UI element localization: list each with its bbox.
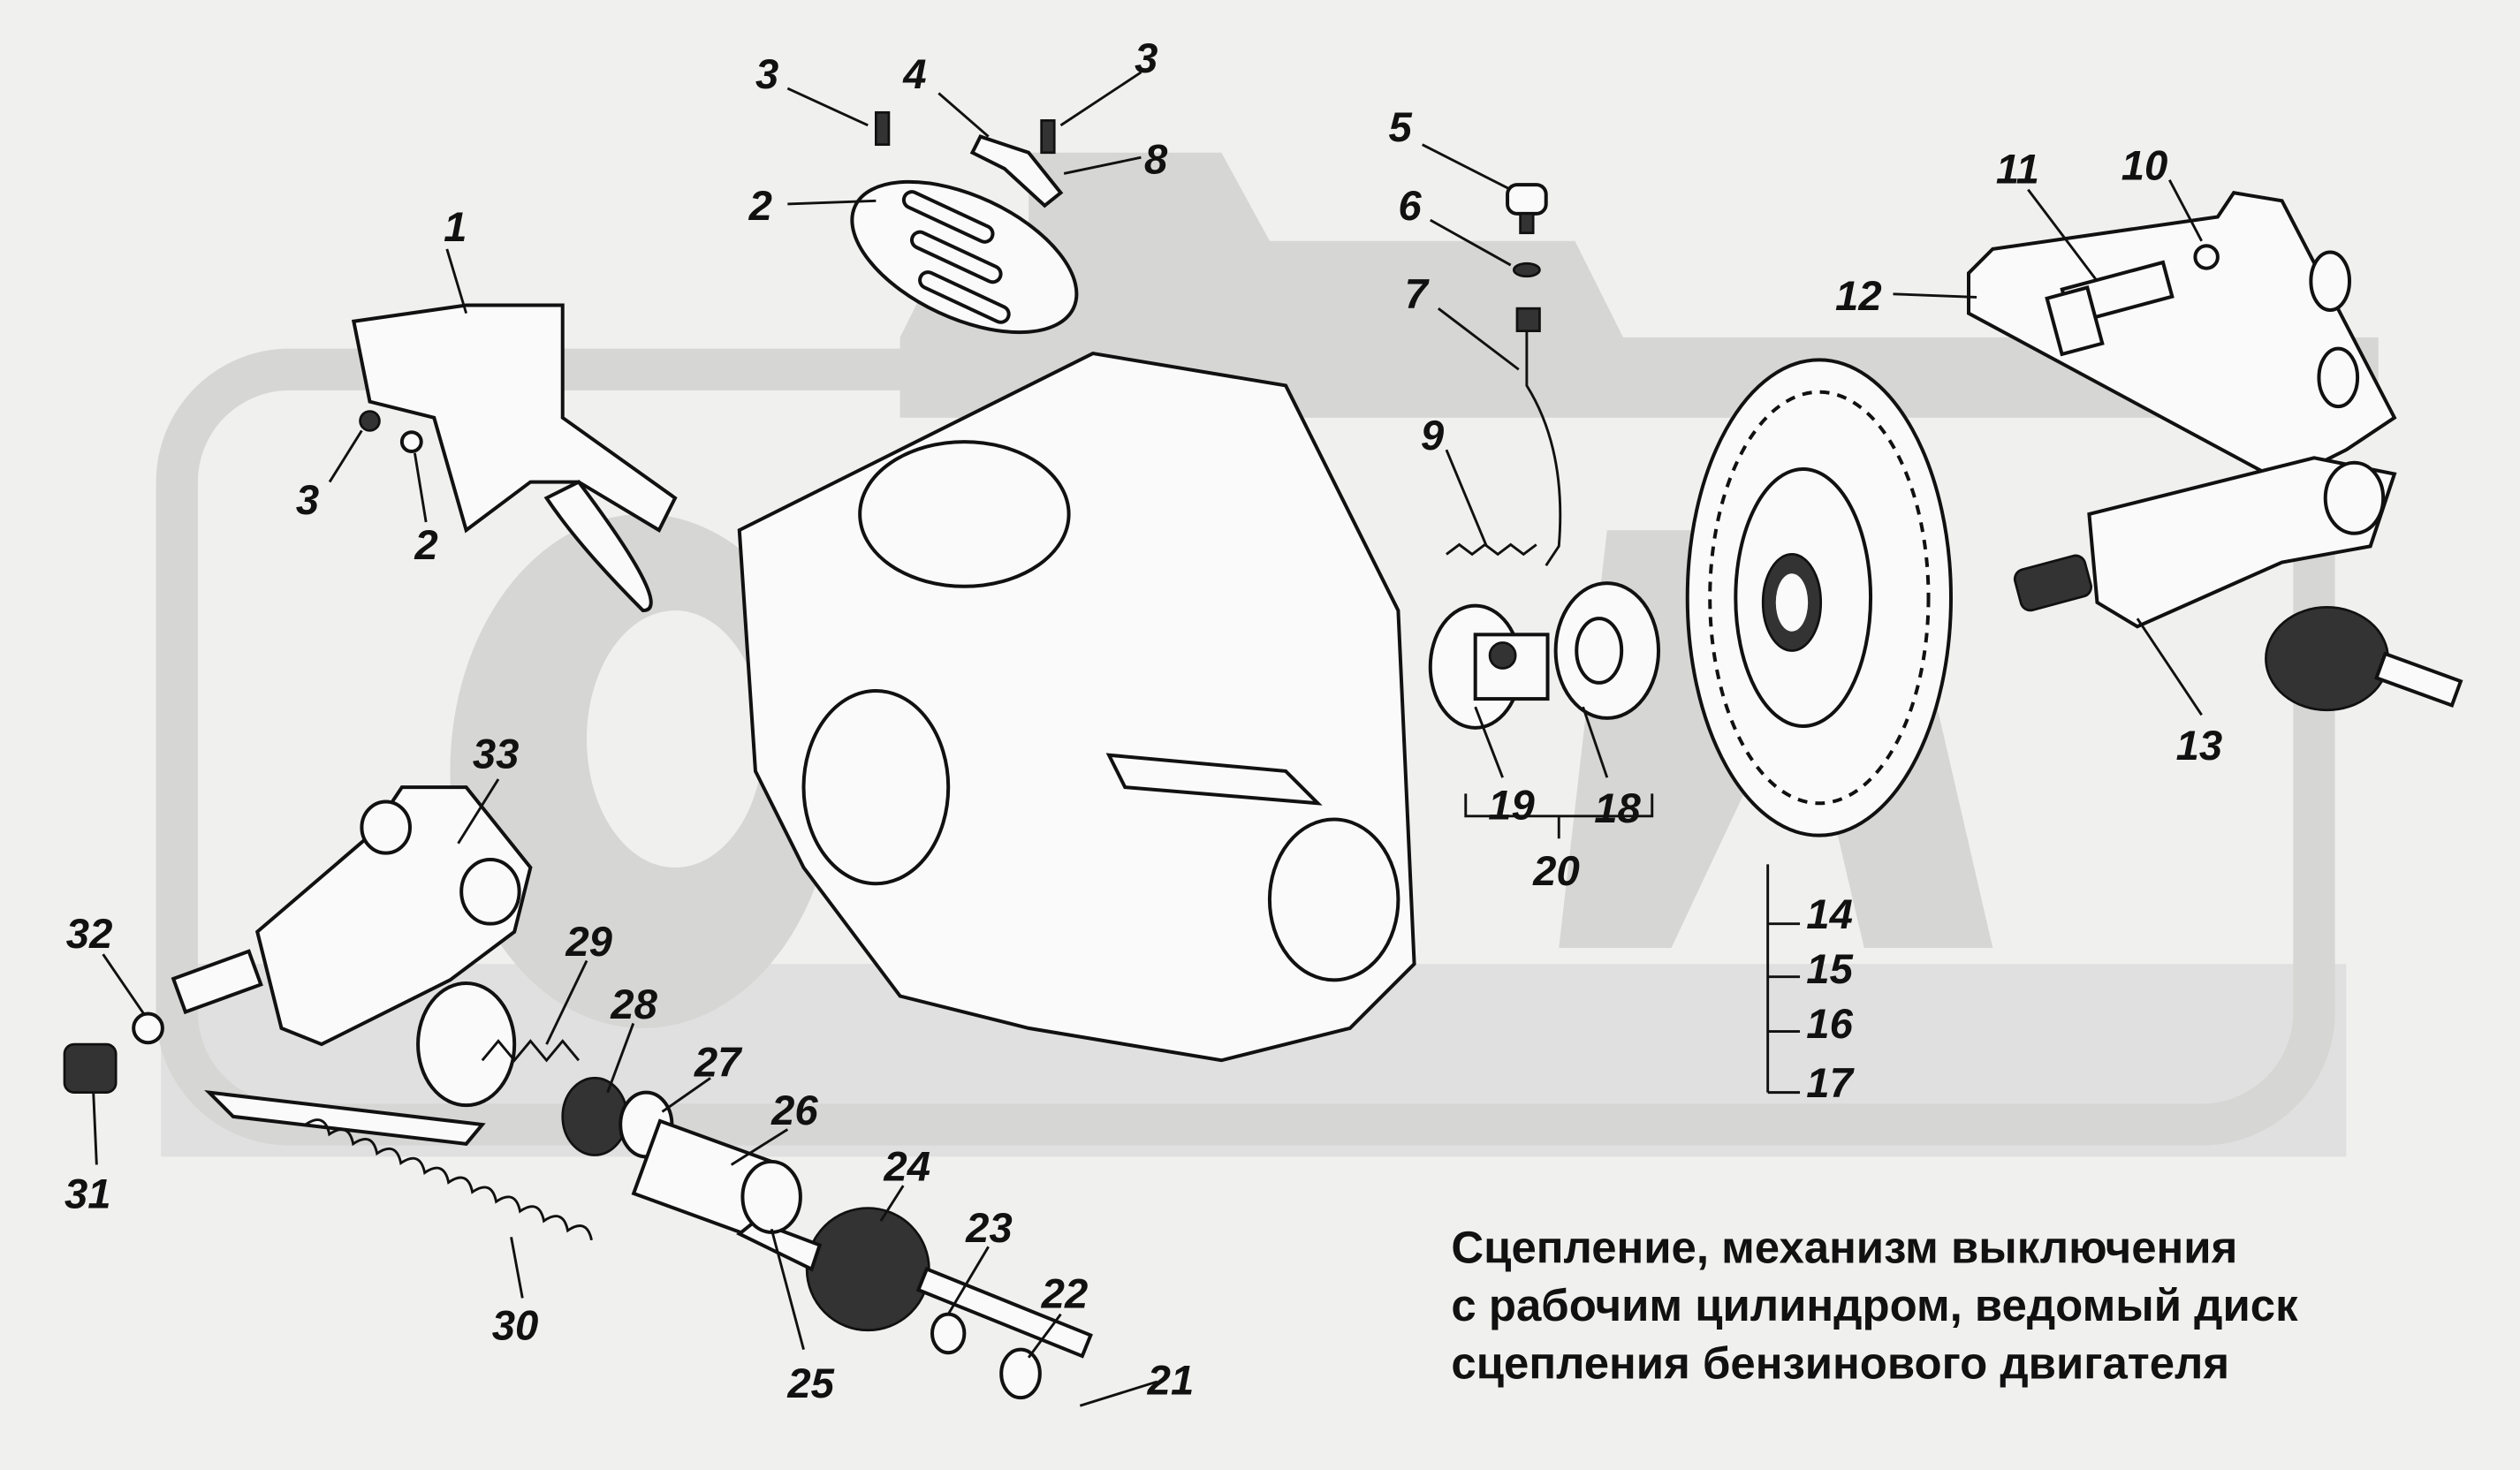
- callout: 31: [65, 1171, 111, 1218]
- callout: 16: [1806, 1001, 1853, 1048]
- callout: 32: [66, 911, 113, 958]
- callout: 28: [610, 981, 657, 1028]
- callout: 29: [565, 919, 612, 966]
- callout: 14: [1806, 891, 1853, 938]
- hose-and-bleeder: [1446, 183, 1562, 566]
- release-fork-bracket: [351, 303, 678, 613]
- leader-lines: [92, 71, 2203, 1407]
- callout: 25: [786, 1360, 834, 1407]
- callout: 3: [755, 51, 778, 98]
- clutch-housing: [737, 352, 1416, 1063]
- callout: 4: [902, 51, 926, 98]
- callout: 23: [965, 1205, 1013, 1252]
- callout: 22: [1041, 1270, 1089, 1317]
- callout: 17: [1806, 1060, 1855, 1107]
- callout: 15: [1806, 946, 1853, 993]
- callout: 3: [296, 477, 319, 524]
- callout: 9: [1421, 413, 1445, 459]
- callout: 8: [1144, 136, 1168, 183]
- callout: 2: [414, 522, 437, 569]
- callout: 33: [473, 731, 520, 777]
- caption-line-2: с рабочим цилиндром, ведомый диск: [1451, 1280, 2298, 1330]
- callout: 26: [770, 1087, 818, 1134]
- callout: 2: [748, 183, 772, 230]
- callout: 12: [1835, 273, 1882, 320]
- callout: 1: [444, 204, 467, 251]
- release-bearing: [1428, 581, 1661, 730]
- callout: 6: [1398, 183, 1422, 230]
- caption-line-1: Сцепление, механизм выключения: [1451, 1222, 2237, 1272]
- callout: 18: [1594, 785, 1641, 832]
- callout: 20: [1532, 848, 1580, 895]
- callout: 24: [883, 1144, 930, 1191]
- callout-numbers: 3 4 3 8 2 5 6 7 1 3 2 9 11 10 12 13 19 1…: [65, 35, 2222, 1407]
- callout: 5: [1388, 104, 1412, 151]
- callout: 19: [1488, 782, 1535, 829]
- callout: 11: [1996, 146, 2039, 193]
- callout: 10: [2122, 143, 2168, 190]
- inspection-cover: [850, 110, 1079, 335]
- driven-disc: [1685, 358, 1953, 837]
- callout: 3: [1135, 35, 1158, 82]
- callout: 30: [492, 1303, 539, 1350]
- callout: 13: [2176, 723, 2223, 769]
- callout: 7: [1405, 271, 1431, 318]
- callout: 27: [694, 1039, 743, 1086]
- caption-line-3: сцепления бензинового двигателя: [1451, 1337, 2229, 1388]
- diagram-caption: Сцепление, механизм выключения с рабочим…: [1451, 1222, 2298, 1388]
- callout: 21: [1147, 1358, 1195, 1405]
- slave-cylinder-bracket: [1966, 191, 2463, 712]
